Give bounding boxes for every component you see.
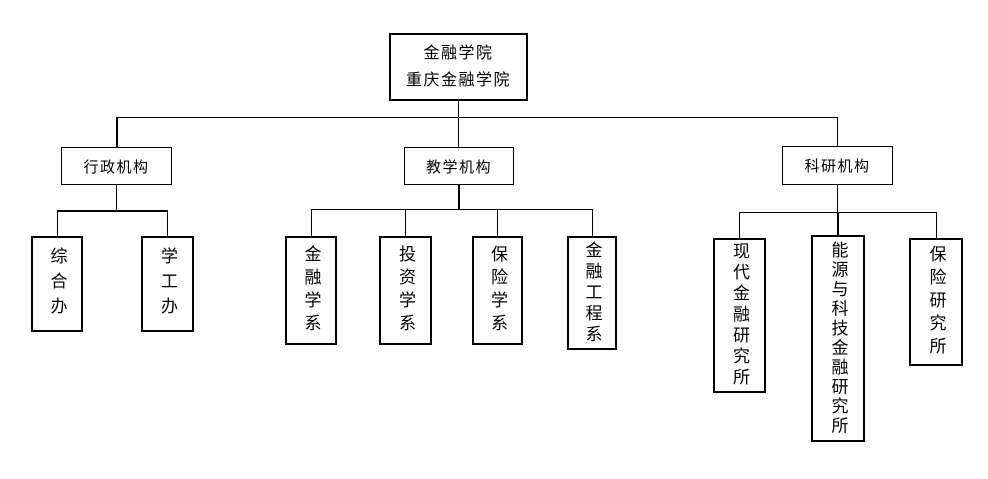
node-branch-admin-label: 行政机构	[83, 159, 150, 176]
node-leaf-nengyuankeji: 能源与科技金融研究所	[811, 235, 865, 442]
connector-drop-jinrongxuexi	[310, 208, 313, 236]
node-leaf-touzixuexi: 投资学系	[379, 236, 432, 345]
node-branch-admin: 行政机构	[61, 147, 172, 185]
connector-root-stem	[457, 100, 460, 118]
node-branch-teaching-label: 教学机构	[425, 159, 492, 176]
connector-teaching-bus	[310, 208, 593, 211]
node-root-line2: 重庆金融学院	[405, 72, 511, 89]
connector-drop-xiandai	[738, 211, 741, 238]
node-branch-research-label: 科研机构	[804, 159, 871, 175]
node-leaf-nengyuankeji-label: 能源与科技金融研究所	[828, 241, 848, 436]
node-leaf-jinronggongchengxi-label: 金融工程系	[582, 240, 602, 346]
connector-drop-touzixuexi	[404, 208, 407, 236]
node-leaf-xiandaijinrong: 现代金融研究所	[713, 238, 766, 393]
node-leaf-jinronggongchengxi: 金融工程系	[567, 236, 617, 350]
node-root: 金融学院 重庆金融学院	[389, 33, 528, 101]
connector-teaching-stem	[458, 185, 460, 209]
connector-admin-stem	[115, 185, 118, 210]
connector-drop-baoxianxuexi	[496, 208, 499, 236]
node-root-line1: 金融学院	[423, 45, 494, 62]
connector-drop-nengyuan	[837, 211, 839, 235]
connector-drop-zonghe	[56, 210, 59, 236]
node-leaf-baoxianxuexi: 保险学系	[472, 236, 523, 345]
connector-drop-jinronggongcheng	[591, 208, 594, 236]
connector-drop-baoxiansuo	[935, 211, 938, 238]
connector-drop-teaching	[457, 116, 460, 148]
node-leaf-zongheban: 综合办	[31, 236, 83, 332]
node-leaf-jinrongxuexi: 金融学系	[285, 236, 337, 345]
node-leaf-jinrongxuexi-label: 金融学系	[301, 244, 321, 337]
connector-drop-research	[836, 116, 839, 147]
connector-research-stem	[836, 185, 839, 212]
node-leaf-baoxianyanjiusuo: 保险研究所	[909, 238, 963, 366]
connector-level1-bus	[116, 116, 838, 119]
node-leaf-xuegongban: 学工办	[141, 236, 194, 332]
node-branch-research: 科研机构	[782, 146, 893, 185]
node-leaf-zongheban-label: 综合办	[47, 246, 67, 322]
node-leaf-xiandaijinrong-label: 现代金融研究所	[730, 242, 749, 389]
connector-drop-admin	[116, 116, 118, 148]
node-leaf-xuegongban-label: 学工办	[158, 246, 177, 322]
connector-drop-xuegong	[166, 210, 169, 236]
node-leaf-baoxianyanjiusuo-label: 保险研究所	[926, 244, 946, 360]
node-leaf-touzixuexi-label: 投资学系	[396, 244, 415, 337]
node-leaf-baoxianxuexi-label: 保险学系	[488, 244, 507, 337]
node-branch-teaching: 教学机构	[404, 147, 514, 185]
connector-admin-bus	[56, 210, 168, 212]
